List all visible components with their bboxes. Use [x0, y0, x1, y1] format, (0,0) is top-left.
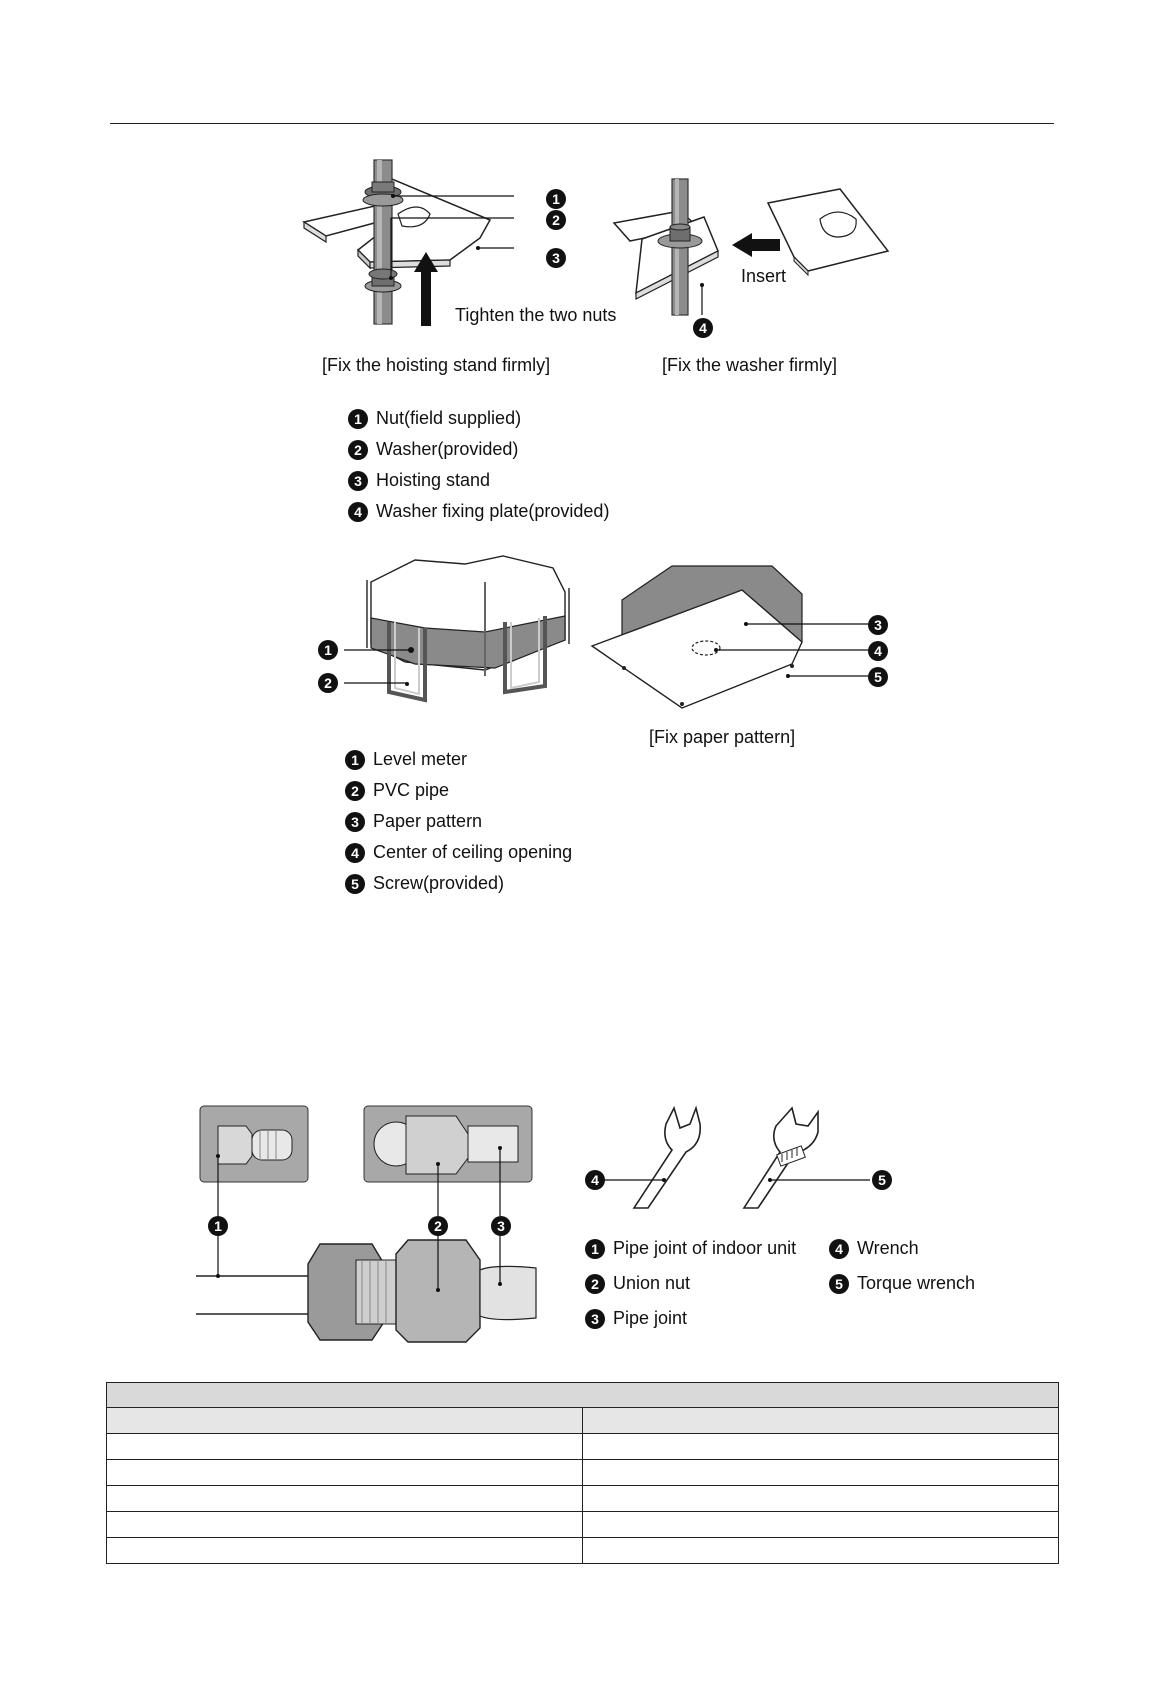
legend-number: 2 [345, 780, 365, 801]
figure3-legend-right: 4 Wrench 5 Torque wrench [829, 1231, 975, 1301]
table-cell [582, 1537, 1059, 1564]
legend-item: 5 Screw(provided) [345, 868, 572, 899]
legend-item: 3 Paper pattern [345, 806, 572, 837]
marker-3-pipe-joint: 3 [491, 1216, 511, 1236]
legend-item: 1 Level meter [345, 744, 572, 775]
legend-text: PVC pipe [373, 780, 450, 800]
legend-text: Washer(provided) [376, 439, 519, 459]
legend-number: 1 [585, 1238, 605, 1259]
marker-3-hoisting-stand: 3 [546, 248, 566, 268]
table-header-row [106, 1382, 1059, 1408]
marker-3-paper-pattern: 3 [868, 615, 888, 635]
table-cell [106, 1537, 583, 1564]
table-cell [106, 1459, 583, 1486]
legend-text: Level meter [373, 749, 468, 769]
legend-item: 1 Pipe joint of indoor unit [585, 1231, 796, 1266]
table-cell [106, 1433, 583, 1460]
legend-item: 3 Hoisting stand [348, 465, 609, 496]
legend-text: Screw(provided) [373, 873, 505, 893]
legend-text: Union nut [613, 1273, 691, 1293]
legend-number: 1 [348, 408, 368, 429]
legend-text: Paper pattern [373, 811, 483, 831]
legend-item: 4 Center of ceiling opening [345, 837, 572, 868]
legend-number: 5 [345, 873, 365, 894]
legend-number: 3 [345, 811, 365, 832]
level-meter-leaders [344, 649, 410, 684]
hoisting-stand-illustration [302, 159, 514, 326]
marker-4-wrench: 4 [585, 1170, 605, 1190]
marker-2-washer: 2 [546, 210, 566, 230]
legend-text: Pipe joint of indoor unit [613, 1238, 797, 1258]
washer-fixing-illustration [612, 178, 890, 316]
legend-item: 1 Nut(field supplied) [348, 403, 609, 434]
legend-number: 4 [345, 842, 365, 863]
legend-item: 2 Washer(provided) [348, 434, 609, 465]
legend-text: Hoisting stand [376, 470, 491, 490]
table-row [106, 1537, 1059, 1564]
legend-text: Nut(field supplied) [376, 408, 522, 428]
legend-number: 2 [585, 1273, 605, 1294]
legend-item: 4 Washer fixing plate(provided) [348, 496, 609, 527]
marker-1-level-meter: 1 [318, 640, 338, 660]
legend-item: 5 Torque wrench [829, 1266, 975, 1301]
legend-item: 2 Union nut [585, 1266, 796, 1301]
right-caption: [Fix the washer firmly] [662, 355, 838, 375]
figure1-legend: 1 Nut(field supplied) 2 Washer(provided) 3… [348, 403, 609, 527]
marker-4-center-of-opening: 4 [868, 641, 888, 661]
table-header [106, 1382, 1059, 1408]
legend-item: 4 Wrench [829, 1231, 975, 1266]
wrench-illustration [602, 1105, 870, 1209]
paper-pattern-illustration [590, 565, 868, 709]
legend-number: 3 [585, 1308, 605, 1329]
table-cell [582, 1511, 1059, 1538]
table-row [106, 1433, 1059, 1460]
table-column-header [582, 1407, 1059, 1434]
table-cell [582, 1433, 1059, 1460]
legend-number: 4 [348, 501, 368, 522]
legend-number: 3 [348, 470, 368, 491]
legend-text: Center of ceiling opening [373, 842, 573, 862]
pipe-connection-illustration [196, 1105, 537, 1343]
legend-text: Pipe joint [613, 1308, 688, 1328]
marker-5-screw: 5 [868, 667, 888, 687]
table-row [106, 1485, 1059, 1512]
paper-pattern-caption: [Fix paper pattern] [649, 727, 796, 747]
tighten-label: Tighten the two nuts [455, 305, 617, 325]
marker-1-nut: 1 [546, 189, 566, 209]
legend-number: 4 [829, 1238, 849, 1259]
insert-label: Insert [741, 266, 787, 286]
torque-table [106, 1382, 1059, 1564]
table-cell [582, 1485, 1059, 1512]
table-cell [582, 1459, 1059, 1486]
table-cell [106, 1511, 583, 1538]
level-meter-illustration [366, 555, 570, 703]
header-rule [110, 123, 1054, 124]
table-column-header [106, 1407, 583, 1434]
legend-number: 1 [345, 749, 365, 770]
table-row [106, 1511, 1059, 1538]
legend-number: 2 [348, 439, 368, 460]
table-cell [106, 1485, 583, 1512]
marker-1-pipe-joint-indoor: 1 [208, 1216, 228, 1236]
legend-text: Torque wrench [857, 1273, 976, 1293]
legend-number: 5 [829, 1273, 849, 1294]
legend-text: Washer fixing plate(provided) [376, 501, 610, 521]
left-caption: [Fix the hoisting stand firmly] [322, 355, 551, 375]
legend-item: 2 PVC pipe [345, 775, 572, 806]
table-row [106, 1459, 1059, 1486]
marker-5-torque-wrench: 5 [872, 1170, 892, 1190]
marker-4-washer-fixing-plate: 4 [693, 318, 713, 338]
legend-item: 3 Pipe joint [585, 1301, 796, 1336]
marker-2-pvc-pipe: 2 [318, 673, 338, 693]
legend-text: Wrench [857, 1238, 919, 1258]
marker-2-union-nut: 2 [428, 1216, 448, 1236]
table-column-row [106, 1407, 1059, 1434]
